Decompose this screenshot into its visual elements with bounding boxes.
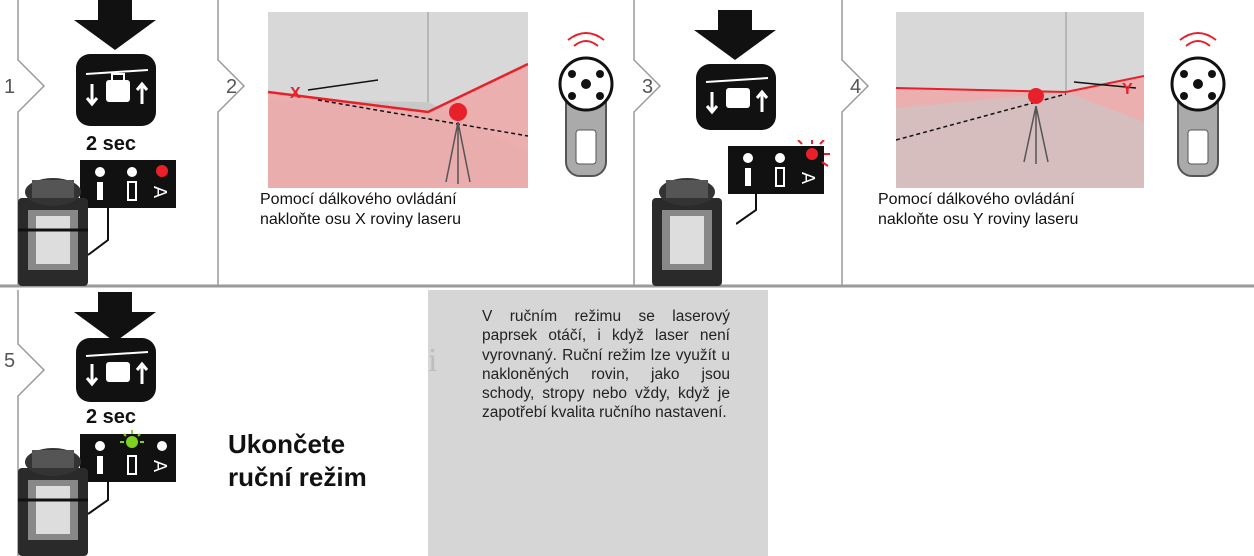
press-button-icon (74, 0, 156, 126)
led-panel-icon: A (728, 140, 830, 194)
info-icon: i (428, 342, 438, 379)
press-button-icon (74, 292, 156, 402)
led-panel-icon: A (80, 430, 176, 482)
info-box (428, 290, 768, 556)
svg-text:A: A (797, 172, 818, 185)
step-number-5: 5 (4, 350, 16, 372)
led-panel-icon: A (80, 160, 176, 208)
svg-text:A: A (149, 460, 170, 473)
cable-line (88, 480, 109, 515)
cable-line (736, 190, 757, 225)
duration-label-5: 2 sec (86, 406, 137, 428)
laser-device-icon (18, 448, 88, 556)
step-number-1: 1 (4, 76, 16, 98)
tilt-y-scene: Y (896, 12, 1144, 188)
svg-text:A: A (149, 186, 170, 199)
axis-x-label: X (290, 85, 301, 102)
step-number-4: 4 (850, 76, 862, 98)
press-button-icon (694, 10, 776, 130)
cable-line (88, 200, 109, 256)
caption-step-4-line1: Pomocí dálkového ovládání (878, 191, 1075, 208)
remote-control-icon (1170, 32, 1226, 177)
remote-control-icon (558, 32, 614, 177)
laser-device-icon (652, 178, 722, 286)
finish-title-line1: Ukončete (228, 429, 346, 459)
axis-y-label: Y (1122, 81, 1133, 98)
info-text: V ručním režimu se laserový paprsek otáč… (482, 308, 730, 422)
finish-title-line2: ruční režim (228, 462, 367, 492)
caption-step-2-line2: nakloňte osu X roviny laseru (260, 211, 461, 228)
tilt-x-scene: X (268, 12, 528, 188)
duration-label-1: 2 sec (86, 133, 137, 155)
step-number-2: 2 (226, 76, 238, 98)
laser-device-icon (18, 178, 88, 286)
caption-step-2-line1: Pomocí dálkového ovládání (260, 191, 457, 208)
caption-step-4-line2: nakloňte osu Y roviny laseru (878, 211, 1079, 228)
step-number-3: 3 (642, 76, 654, 98)
